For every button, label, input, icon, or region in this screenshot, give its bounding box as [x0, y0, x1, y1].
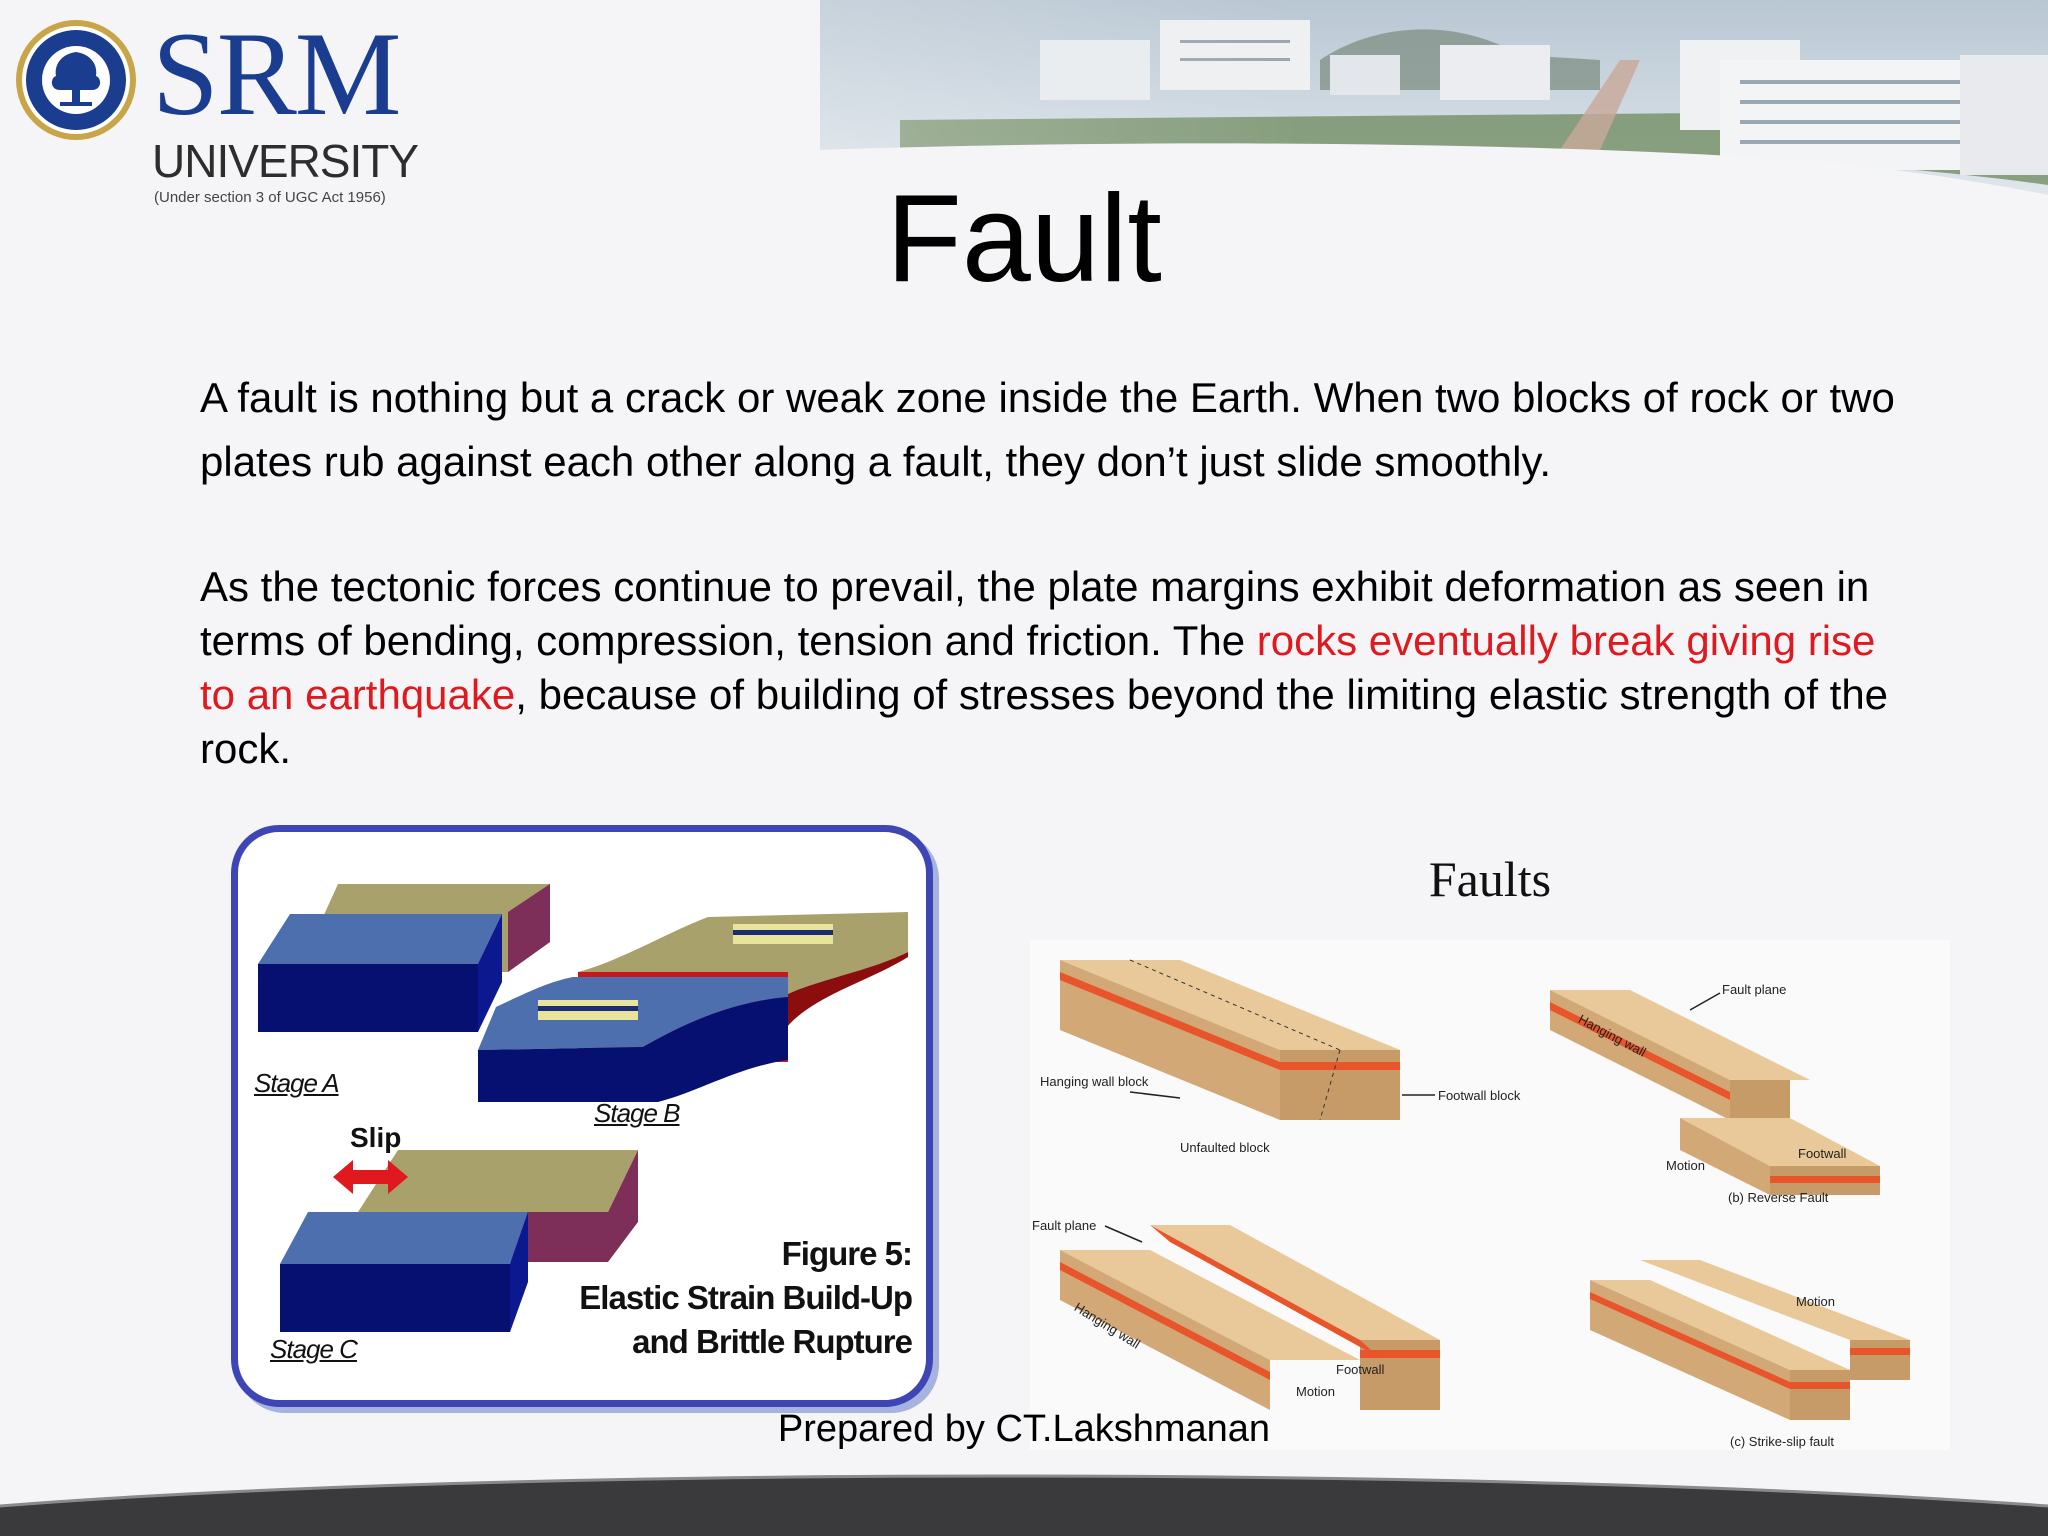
figure-caption: Figure 5: Elastic Strain Build-Up and Br… [579, 1232, 913, 1364]
unfaulted-block [1060, 959, 1400, 1121]
normal-fault-block [1060, 1225, 1440, 1410]
logo-name: SRM [152, 7, 401, 140]
label-motion-a: Motion [1296, 1384, 1336, 1399]
university-logo: SRM UNIVERSITY (Under section 3 of UGC A… [14, 14, 434, 218]
figure-caption-line2: Elastic Strain Build-Up [579, 1279, 913, 1316]
para2-text-start: As the tectonic forces continue to preva… [200, 563, 1870, 664]
stage-c-blocks [280, 1150, 638, 1332]
para2-highlight: rocks eventually break giving rise to an… [200, 617, 1876, 718]
para2-text-end: , because of building of stresses beyond… [200, 671, 1889, 772]
figure-elastic-strain: Stage A Stage B Stage C Slip Figure 5: E… [228, 822, 938, 1410]
faults-figure-title: Faults [1428, 851, 1552, 907]
strike-slip-fault-block [1590, 1260, 1910, 1420]
prepared-by: Prepared by CT.Lakshmanan [777, 1408, 1271, 1450]
label-hanging-wall-block: Hanging wall block [1040, 1074, 1149, 1089]
stage-a-blocks [258, 884, 550, 1032]
stage-c-label: Stage C [270, 1334, 358, 1364]
label-fault-plane-b: Fault plane [1722, 982, 1787, 997]
stage-b-label: Stage B [594, 1098, 681, 1128]
label-strike-slip-fault: (c) Strike-slip fault [1730, 1434, 1835, 1449]
label-footwall-a: Footwall [1336, 1362, 1385, 1377]
stage-b-blocks [478, 912, 908, 1102]
faults-figure: Faults [1030, 850, 1950, 1460]
campus-banner-image [0, 0, 2048, 200]
slide-title: Fault [886, 170, 1162, 308]
label-motion-c: Motion [1796, 1294, 1836, 1309]
stage-a-label: Stage A [254, 1068, 340, 1098]
label-reverse-fault: (b) Reverse Fault [1728, 1190, 1829, 1205]
label-motion-b: Motion [1666, 1158, 1706, 1173]
slip-label: Slip [350, 1122, 402, 1153]
figure-caption-line1: Figure 5: [781, 1235, 913, 1272]
label-fault-plane-a: Fault plane [1032, 1218, 1097, 1233]
paragraph-tectonic: As the tectonic forces continue to preva… [200, 560, 1920, 776]
logo-university: UNIVERSITY [152, 135, 419, 187]
logo-subtitle: (Under section 3 of UGC Act 1956) [154, 189, 386, 206]
fault-types-diagram [1060, 959, 1910, 1420]
label-footwall-block: Footwall block [1438, 1088, 1521, 1103]
strain-blocks-diagram [258, 884, 908, 1332]
slip-arrow-icon [333, 1160, 408, 1194]
label-unfaulted-block: Unfaulted block [1180, 1140, 1270, 1155]
reverse-fault-block [1550, 990, 1880, 1195]
university-seal-icon [16, 20, 136, 140]
footer-band [0, 1474, 2048, 1536]
paragraph-definition: A fault is nothing but a crack or weak z… [200, 374, 1895, 485]
label-footwall-b: Footwall [1798, 1146, 1847, 1161]
figure-caption-line3: and Brittle Rupture [632, 1323, 913, 1360]
